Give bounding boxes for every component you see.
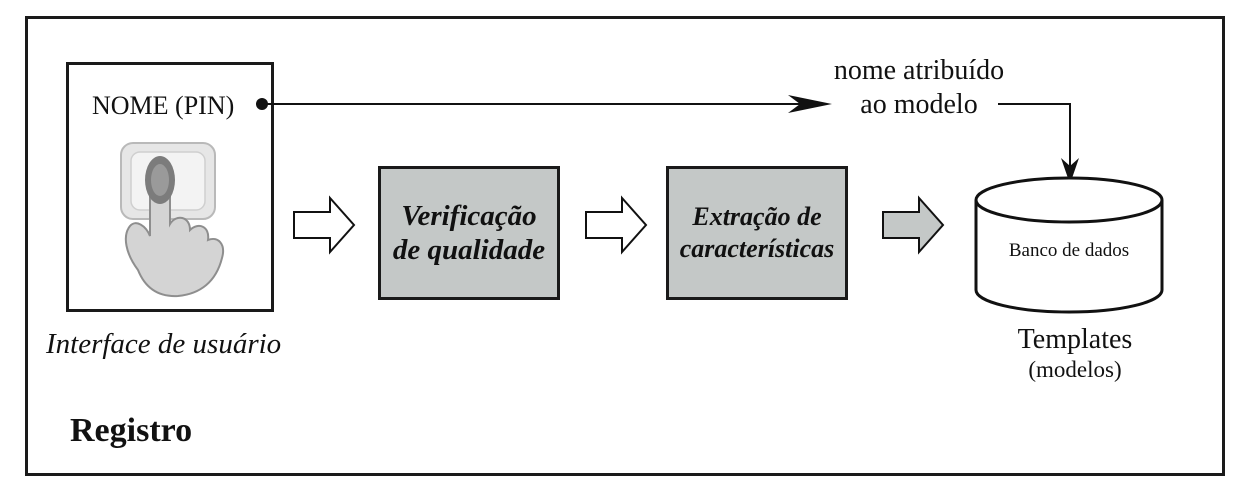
- templates-caption: Templates (modelos): [990, 324, 1160, 384]
- flow-arrow-3: [882, 195, 945, 255]
- quality-check-box: Verificação de qualidade: [378, 166, 560, 300]
- user-interface-caption: Interface de usuário: [46, 328, 282, 360]
- templates-title: Templates: [1017, 324, 1133, 355]
- templates-subtitle: (modelos): [1028, 357, 1122, 382]
- section-title: Registro: [70, 412, 193, 449]
- model-name-note-line-2: ao modelo: [860, 89, 978, 120]
- feature-extraction-box: Extração de características: [666, 166, 848, 300]
- feature-extraction-label-line-1: Extração de: [692, 202, 822, 231]
- model-name-note: nome atribuído ao modelo: [810, 54, 1028, 122]
- database-label: Banco de dados: [1008, 240, 1130, 261]
- feature-extraction-label-line-2: características: [679, 234, 835, 263]
- quality-check-label-line-1: Verificação: [401, 200, 537, 232]
- quality-check-label-line-2: de qualidade: [392, 234, 546, 266]
- model-name-note-line-1: nome atribuído: [833, 55, 1005, 86]
- flow-arrow-2: [585, 195, 648, 255]
- database-cylinder: [974, 176, 1164, 314]
- pin-label: NOME (PIN): [92, 91, 235, 120]
- flow-arrow-1: [293, 195, 356, 255]
- diagram-frame: [25, 16, 1225, 476]
- pin-to-model-arrow: [262, 95, 832, 113]
- fingerprint-touch-icon: [120, 142, 224, 298]
- model-to-database-arrow: [998, 103, 1079, 184]
- pin-connector-dot: [256, 98, 268, 110]
